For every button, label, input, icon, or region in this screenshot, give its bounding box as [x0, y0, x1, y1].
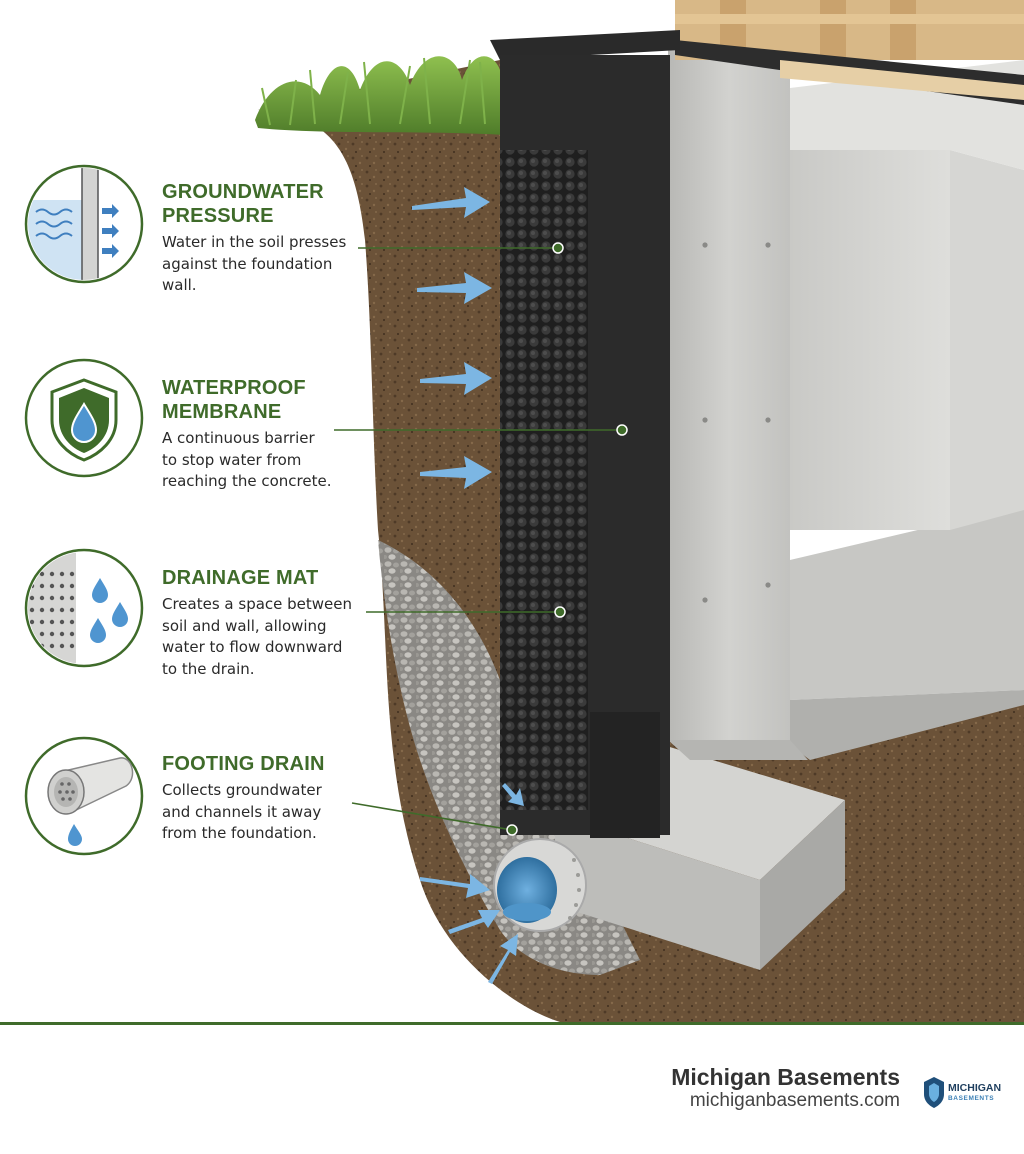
interior-back-wall: [790, 150, 950, 530]
callout-title: FOOTING DRAIN: [162, 753, 325, 775]
footing-front: [555, 815, 760, 970]
interior-side-wall: [950, 150, 1024, 530]
footing-drain-pipe: [493, 838, 587, 932]
brand-url-link[interactable]: michiganbasements.com: [689, 1090, 900, 1111]
footing-side: [760, 800, 845, 970]
shield-water-drop-icon: [24, 358, 144, 478]
grass-top: [255, 56, 505, 135]
waterproof-membrane: [490, 30, 680, 60]
logo-wordmark-line1: MICHIGAN: [948, 1082, 1001, 1094]
wall-water-pressure-icon: [24, 164, 144, 284]
michigan-basements-logo: MICHIGAN BASEMENTS: [924, 1077, 1001, 1108]
footer-divider: [0, 1022, 1024, 1025]
leader-lines: [334, 242, 628, 836]
drainage-mat: [500, 150, 588, 810]
water-pressure-arrows: [412, 187, 524, 984]
logo-wordmark-line2: BASEMENTS: [948, 1095, 994, 1102]
perforated-pipe-icon: [24, 736, 144, 856]
callout-title: DRAINAGE MAT: [162, 567, 319, 589]
brand-name: Michigan Basements: [671, 1064, 900, 1090]
foundation-wall: [668, 45, 790, 740]
basement-floor: [790, 505, 1024, 700]
dimpled-mat-drops-icon: [24, 548, 144, 668]
